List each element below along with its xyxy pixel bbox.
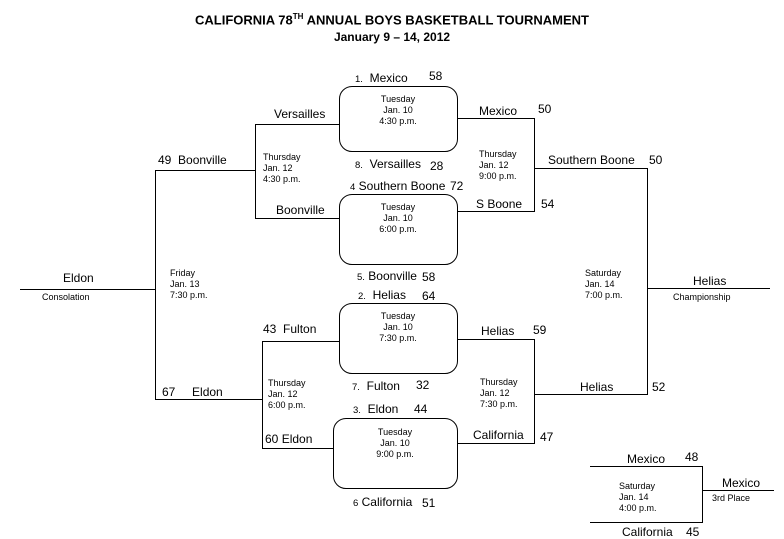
- bracket-line: [590, 466, 703, 468]
- championship-winner: Helias: [693, 274, 727, 288]
- third-team-a: Mexico: [627, 452, 666, 466]
- game3-bottom-score: 32: [416, 378, 430, 392]
- game4-bottom-entry: 6 California: [353, 495, 413, 509]
- champ-semi-bottom-team-a: Helias: [481, 324, 515, 338]
- game-box-3: [339, 303, 458, 374]
- bracket-line: [534, 394, 648, 396]
- game1-top-score: 58: [429, 69, 443, 83]
- cons-final-team-a: 49 Boonville: [158, 153, 227, 167]
- game4-top-entry: 3. Eldon: [353, 402, 399, 416]
- bracket-line: [262, 448, 334, 450]
- champ-semi-bottom-score-b: 47: [540, 430, 554, 444]
- bracket-line: [457, 339, 535, 341]
- consolation-winner: Eldon: [63, 271, 94, 285]
- third-team-b: California: [622, 525, 673, 539]
- third-time: Saturday Jan. 14 4:00 p.m.: [619, 481, 657, 513]
- bracket-line: [155, 399, 262, 401]
- game3-top-score: 64: [422, 289, 436, 303]
- cons-final-time: Friday Jan. 13 7:30 p.m.: [170, 268, 208, 300]
- bracket-line: [262, 341, 340, 343]
- cons-semi-bottom-team-a: 43 Fulton: [263, 322, 317, 336]
- champ-semi-top-time: Thursday Jan. 12 9:00 p.m.: [479, 149, 517, 181]
- game2-top-score: 72: [450, 179, 464, 193]
- cons-semi-top-time: Thursday Jan. 12 4:30 p.m.: [263, 152, 301, 184]
- third-place-label: 3rd Place: [712, 493, 751, 503]
- game1-time: Tuesday Jan. 10 4:30 p.m.: [379, 94, 417, 126]
- cons-semi-top-team-b: Boonville: [276, 203, 325, 217]
- game-box-4: [333, 418, 458, 489]
- third-score-a: 48: [685, 450, 699, 464]
- bracket-line: [457, 118, 535, 120]
- game1-top-entry: 1. Mexico: [355, 71, 408, 85]
- game3-time: Tuesday Jan. 10 7:30 p.m.: [379, 311, 417, 343]
- champ-semi-bottom-score-a: 59: [533, 323, 547, 337]
- bracket-line: [155, 170, 255, 172]
- game3-top-entry: 2. Helias: [358, 288, 406, 302]
- bracket-line: [155, 170, 157, 400]
- champ-final-team-a: Southern Boone: [548, 153, 635, 167]
- bracket-line: [534, 168, 648, 170]
- game2-time: Tuesday Jan. 10 6:00 p.m.: [379, 202, 417, 234]
- bracket-line: [647, 168, 649, 395]
- game1-bottom-entry: 8. Versailles: [355, 157, 421, 171]
- champ-semi-top-score-a: 50: [538, 102, 552, 116]
- game4-top-score: 44: [414, 402, 428, 416]
- champ-final-score-b: 52: [652, 380, 666, 394]
- bracket-line: [255, 124, 257, 219]
- game2-bottom-score: 58: [422, 270, 436, 284]
- champ-semi-top-team-b: S Boone: [476, 197, 523, 211]
- game1-bottom-score: 28: [430, 159, 444, 173]
- tournament-title: CALIFORNIA 78TH ANNUAL BOYS BASKETBALL T…: [195, 12, 589, 28]
- bracket-line: [702, 490, 774, 492]
- champ-final-score-a: 50: [649, 153, 663, 167]
- bracket-line: [20, 289, 156, 291]
- third-place-winner: Mexico: [722, 476, 761, 490]
- cons-semi-top-team-a: Versailles: [274, 107, 326, 121]
- game3-bottom-entry: 7. Fulton: [352, 379, 400, 393]
- game2-top-entry: 4 Southern Boone: [350, 179, 446, 193]
- bracket-line: [457, 443, 535, 445]
- bracket-line: [457, 211, 535, 213]
- champ-semi-top-score-b: 54: [541, 197, 555, 211]
- bracket-line: [262, 341, 264, 449]
- consolation-label: Consolation: [42, 292, 90, 302]
- game4-time: Tuesday Jan. 10 9:00 p.m.: [376, 427, 414, 459]
- game4-bottom-score: 51: [422, 496, 436, 510]
- champ-final-time: Saturday Jan. 14 7:00 p.m.: [585, 268, 623, 300]
- bracket-line: [647, 288, 770, 290]
- bracket-line: [702, 466, 704, 523]
- third-score-b: 45: [686, 525, 700, 539]
- champ-semi-top-team-a: Mexico: [479, 104, 518, 118]
- bracket-line: [534, 118, 536, 212]
- bracket-line: [534, 339, 536, 444]
- bracket-line: [590, 522, 703, 524]
- championship-label: Championship: [673, 292, 731, 302]
- game-box-2: [339, 194, 458, 265]
- cons-semi-bottom-time: Thursday Jan. 12 6:00 p.m.: [268, 378, 306, 410]
- tournament-dates: January 9 – 14, 2012: [333, 30, 451, 44]
- bracket-line: [255, 124, 340, 126]
- cons-semi-bottom-team-b: 60 Eldon: [265, 432, 313, 446]
- bracket-line: [255, 218, 340, 220]
- champ-semi-bottom-time: Thursday Jan. 12 7:30 p.m.: [480, 377, 518, 409]
- champ-semi-bottom-team-b: California: [473, 428, 524, 442]
- champ-final-team-b: Helias: [580, 380, 614, 394]
- cons-final-team-b: 67 Eldon: [162, 385, 223, 399]
- game2-bottom-entry: 5. Boonville: [357, 269, 417, 283]
